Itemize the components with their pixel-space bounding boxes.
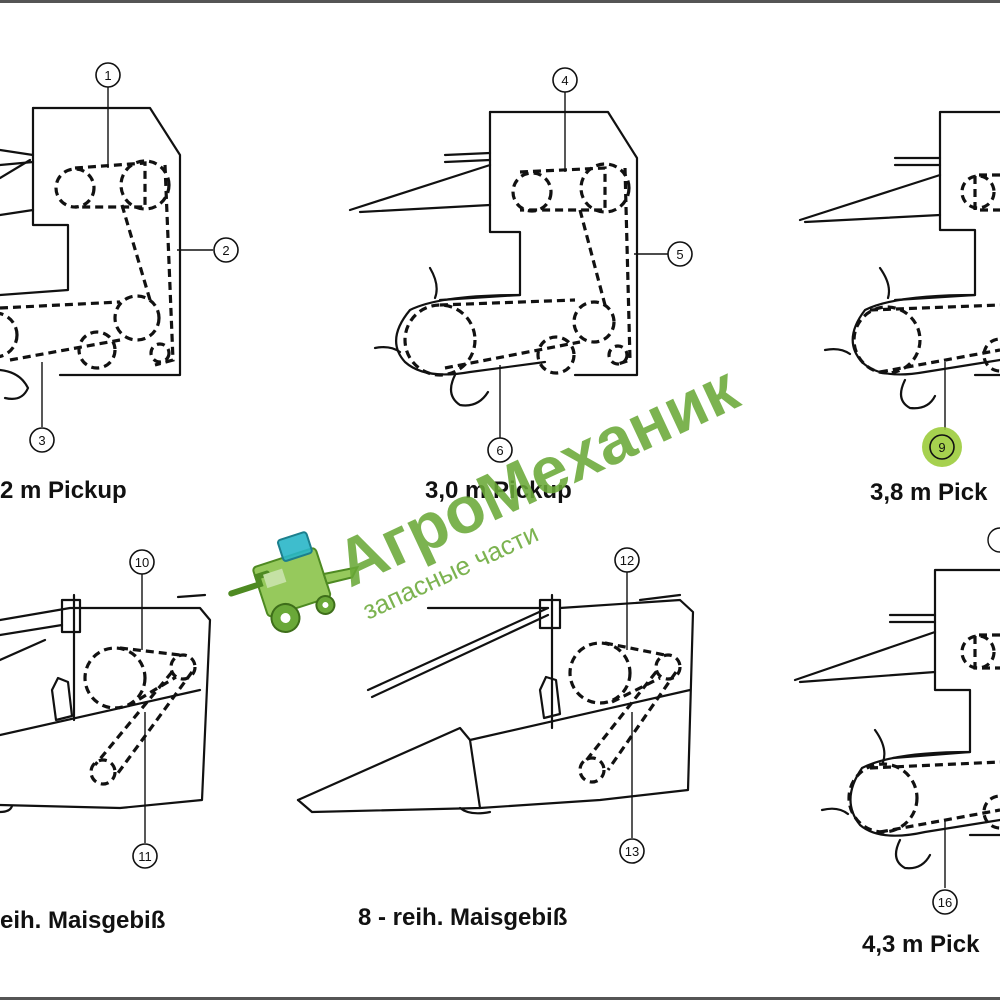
caption-pickup-32: 2 m Pickup	[0, 477, 127, 504]
svg-text:1: 1	[104, 68, 111, 83]
callout-12: 12	[614, 547, 640, 573]
combine-harvester-logo	[228, 531, 360, 633]
panel-pickup-38	[798, 110, 1000, 430]
panel-pickup-43	[793, 568, 1000, 888]
svg-text:3: 3	[38, 433, 45, 448]
callout-10: 10	[129, 549, 155, 575]
callouts: 1 2 3 4 5 6 9 10 11 12 13 16	[29, 62, 1000, 915]
svg-text:6: 6	[496, 443, 503, 458]
caption-pickup-38: 3,8 m Pick	[870, 479, 988, 506]
callout-16: 16	[932, 889, 958, 915]
svg-text:2: 2	[222, 243, 229, 258]
caption-pickup-30: 3,0 m Pickup	[425, 477, 572, 504]
callout-6: 6	[487, 437, 513, 463]
callout-9: 9	[922, 427, 962, 467]
callout-highlight	[922, 427, 962, 467]
captions: 2 m Pickup 3,0 m Pickup 3,8 m Pick eih. …	[0, 477, 988, 958]
panel-pickup-30	[348, 86, 668, 438]
callout-partial-top-right	[987, 527, 1000, 553]
svg-text:13: 13	[625, 844, 639, 859]
svg-text:12: 12	[620, 553, 634, 568]
callout-11: 11	[132, 843, 158, 869]
callout-4: 4	[552, 67, 578, 93]
callout-3: 3	[29, 427, 55, 453]
panel-pickup-32	[0, 86, 213, 427]
callout-5: 5	[667, 241, 693, 267]
svg-text:16: 16	[938, 895, 952, 910]
callout-1: 1	[95, 62, 121, 88]
svg-text:10: 10	[135, 555, 149, 570]
watermark-brand: АгроМеханик	[325, 350, 750, 601]
callout-13: 13	[619, 838, 645, 864]
caption-pickup-43: 4,3 m Pick	[862, 931, 980, 958]
caption-mais-8: 8 - reih. Maisgebiß	[358, 904, 567, 931]
panel-mais-6	[0, 572, 212, 843]
svg-text:5: 5	[676, 247, 683, 262]
svg-text:11: 11	[138, 849, 152, 864]
callout-2: 2	[213, 237, 239, 263]
panel-mais-8	[296, 572, 695, 838]
caption-mais-6: eih. Maisgebiß	[0, 907, 165, 934]
svg-text:4: 4	[561, 73, 568, 88]
svg-text:9: 9	[938, 440, 945, 455]
